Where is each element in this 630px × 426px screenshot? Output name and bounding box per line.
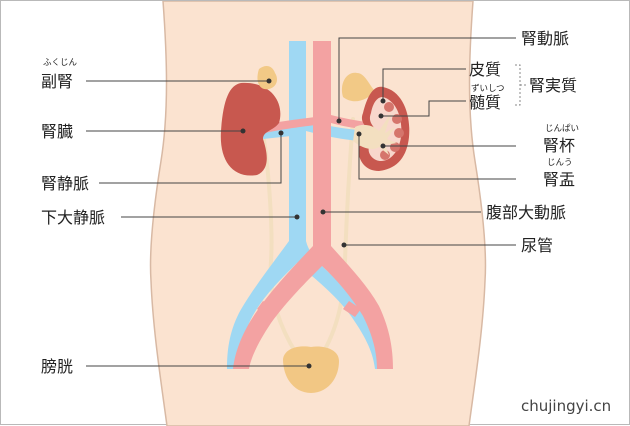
inferior-vena-cava — [227, 41, 389, 369]
parenchyma-bracket — [515, 64, 526, 106]
label-cortex: 皮質 — [469, 60, 501, 79]
label-calyx: 腎杯 — [543, 136, 575, 155]
label-kidney: 腎臓 — [41, 122, 73, 141]
left-kidney — [220, 82, 281, 176]
pelvis-ruby: じんう — [547, 158, 573, 168]
right-adrenal-gland — [341, 72, 375, 102]
label-renal-vein: 腎静脈 — [41, 174, 89, 193]
label-pelvis: 腎盂 — [543, 170, 575, 189]
leader-lines — [86, 37, 516, 367]
left-renal-artery — [263, 117, 315, 133]
calyx-ruby: じんぱい — [545, 124, 579, 134]
leader-dots — [240, 78, 386, 369]
label-bladder: 膀胱 — [41, 357, 73, 376]
renal-pelvis — [353, 113, 397, 155]
right-ureter — [321, 117, 355, 355]
watermark: chujingyi.cn — [521, 397, 611, 415]
right-iliac-branch — [343, 301, 361, 317]
bladder — [283, 346, 339, 393]
abdominal-aorta — [233, 41, 393, 369]
left-adrenal-gland — [257, 66, 277, 90]
label-ureter: 尿管 — [521, 236, 553, 255]
label-renal-artery: 腎動脈 — [521, 29, 569, 48]
adrenal-ruby: ふくじん — [43, 58, 78, 68]
left-ureter — [261, 131, 298, 355]
label-medulla: 髄質 — [469, 93, 501, 112]
left-iliac-branch — [257, 301, 279, 317]
label-adrenal: 副腎 — [41, 72, 73, 91]
label-aorta: 腹部大動脈 — [486, 203, 566, 222]
label-parenchyma: 腎実質 — [529, 76, 577, 95]
medulla-ruby: ずいしつ — [471, 83, 505, 94]
label-ivc: 下大静脈 — [41, 208, 105, 227]
